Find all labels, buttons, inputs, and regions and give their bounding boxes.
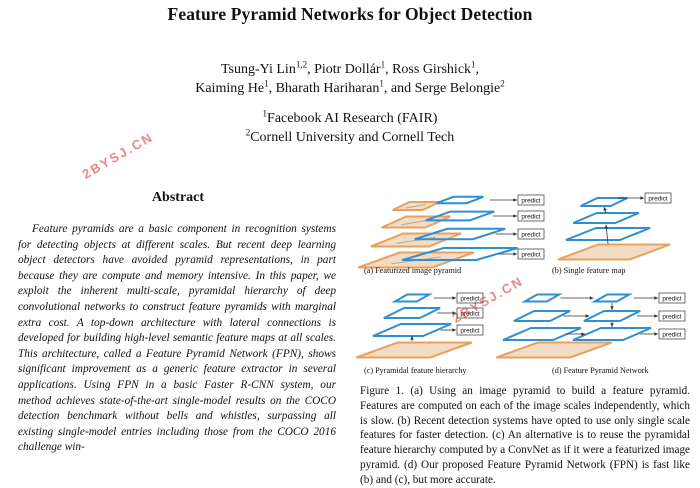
predict-box-d — [658, 292, 686, 304]
paper-title: Feature Pyramid Networks for Object Dete… — [167, 4, 533, 24]
author-name: Serge Belongie — [414, 81, 501, 96]
forward-arrow-c-head — [410, 336, 414, 340]
subcaption-d: (d) Feature Pyramid Network — [552, 366, 649, 375]
author-name: Kaiming He — [195, 81, 265, 96]
predict-box-a-label: predict — [521, 252, 540, 259]
predict-arrow-a-head — [513, 252, 517, 256]
predict-arrow-d-head — [654, 296, 658, 300]
lateral-arrow-d-head — [585, 314, 590, 318]
feature-map-a — [402, 247, 518, 261]
lateral-arrow-d-head — [581, 332, 585, 336]
predict-arrow-a-head — [513, 232, 517, 236]
subcaption-c: (c) Pyramidal feature hierarchy — [364, 366, 467, 375]
predict-box-a-label: predict — [521, 198, 540, 205]
affiliation-sup: 1 — [262, 108, 268, 119]
author-sup: 1 — [379, 78, 384, 89]
feature-map-d-bottomup — [502, 327, 582, 341]
predict-arrow-b-head — [640, 196, 644, 200]
author-list: Tsung-Yi Lin1,2, Piotr Dollár1, Ross Gir… — [0, 60, 700, 98]
affiliation-text: Cornell University and Cornell Tech — [250, 130, 455, 145]
predict-box-a-label: predict — [521, 232, 540, 239]
abstract-text: Feature pyramids are a basic component i… — [18, 223, 336, 454]
predict-arrow-d-head — [654, 314, 658, 318]
feature-map-c — [383, 307, 441, 319]
feature-map-c — [372, 323, 452, 337]
author-line-2: Kaiming He1, Bharath Hariharan1, and Ser… — [0, 79, 700, 98]
author-line-1: Tsung-Yi Lin1,2, Piotr Dollár1, Ross Gir… — [0, 60, 700, 79]
feature-map-a — [414, 227, 506, 241]
subcaption-a: (a) Featurized image pyramid — [364, 266, 462, 275]
forward-arrow-b-head — [604, 225, 609, 229]
author-sep: , and — [383, 81, 415, 96]
author-sep: , — [385, 62, 393, 77]
feature-map-c — [391, 293, 433, 303]
feature-map-d-bottomup — [513, 310, 571, 322]
image-level-a-texture — [405, 203, 427, 209]
predict-box-a — [517, 248, 545, 260]
predict-box-d — [658, 328, 686, 340]
affiliation: 1Facebook AI Research (FAIR) — [0, 109, 700, 128]
predict-box-a — [517, 228, 545, 240]
predict-box-d-label: predict — [662, 296, 681, 303]
feature-map-a — [436, 195, 484, 205]
feature-map-d-bottomup — [521, 293, 563, 303]
author-sep: , — [475, 62, 480, 77]
predict-arrow-c-head — [452, 296, 456, 300]
author-sup: 1 — [471, 59, 476, 70]
abstract-heading: Abstract — [151, 190, 205, 205]
figure-caption: Figure 1. (a) Using an image pyramid to … — [360, 385, 690, 486]
predict-box-c — [456, 324, 484, 336]
topdown-arrow-d-head — [610, 323, 614, 327]
author-sep: , — [307, 62, 315, 77]
predict-arrow-a-head — [513, 198, 517, 202]
image-d — [495, 341, 613, 359]
author-name: Ross Girshick — [392, 62, 472, 77]
author-sup: 2 — [500, 78, 505, 89]
predict-box-d-label: predict — [662, 332, 681, 339]
predict-box-d-label: predict — [662, 314, 681, 321]
feature-map-b — [565, 227, 651, 241]
feature-map-d-topdown — [572, 327, 652, 341]
affiliation: 2Cornell University and Cornell Tech — [0, 128, 700, 147]
affiliations: 1Facebook AI Research (FAIR) 2Cornell Un… — [0, 109, 700, 147]
lateral-arrow-d-head — [589, 296, 594, 300]
forward-arrow-b-head — [603, 207, 607, 211]
predict-arrow-d-head — [654, 332, 658, 336]
predict-box-c — [456, 307, 484, 319]
predict-box-c-label: predict — [460, 296, 479, 303]
topdown-arrow-d-head — [610, 306, 614, 310]
predict-box-a-label: predict — [521, 214, 540, 221]
predict-box-a — [517, 194, 545, 206]
predict-box-c — [456, 292, 484, 304]
predict-arrow-a-head — [513, 214, 517, 218]
subcaption-b: (b) Single feature map — [552, 266, 626, 275]
predict-box-c-label: predict — [460, 311, 479, 318]
predict-arrow-c-head — [452, 311, 456, 315]
predict-box-b-label: predict — [648, 196, 667, 203]
predict-box-a — [517, 210, 545, 222]
feature-map-d-topdown — [583, 310, 641, 322]
author-sep: , — [268, 81, 276, 96]
feature-map-d-topdown — [591, 293, 633, 303]
feature-map-b — [580, 197, 628, 207]
affiliation-sup: 2 — [245, 127, 251, 138]
figure-1: predict predict predict predict predict predi… — [356, 182, 692, 382]
predict-box-d — [658, 310, 686, 322]
feature-map-b — [572, 212, 640, 224]
feature-map-a — [425, 210, 495, 222]
image-b — [557, 243, 671, 261]
author-name: Piotr Dollár — [314, 62, 381, 77]
predict-box-b — [644, 192, 672, 204]
author-sup: 1 — [380, 59, 386, 70]
author-name: Tsung-Yi Lin — [220, 62, 296, 77]
author-sup: 1,2 — [295, 59, 308, 70]
image-c — [356, 341, 473, 359]
author-sup: 1 — [264, 78, 269, 89]
affiliation-text: Facebook AI Research (FAIR) — [267, 111, 438, 126]
author-name: Bharath Hariharan — [275, 81, 380, 96]
predict-arrow-c-head — [452, 328, 456, 332]
figure-diagram: predict predict predict predict predict predi… — [356, 192, 686, 359]
predict-box-c-label: predict — [460, 328, 479, 335]
